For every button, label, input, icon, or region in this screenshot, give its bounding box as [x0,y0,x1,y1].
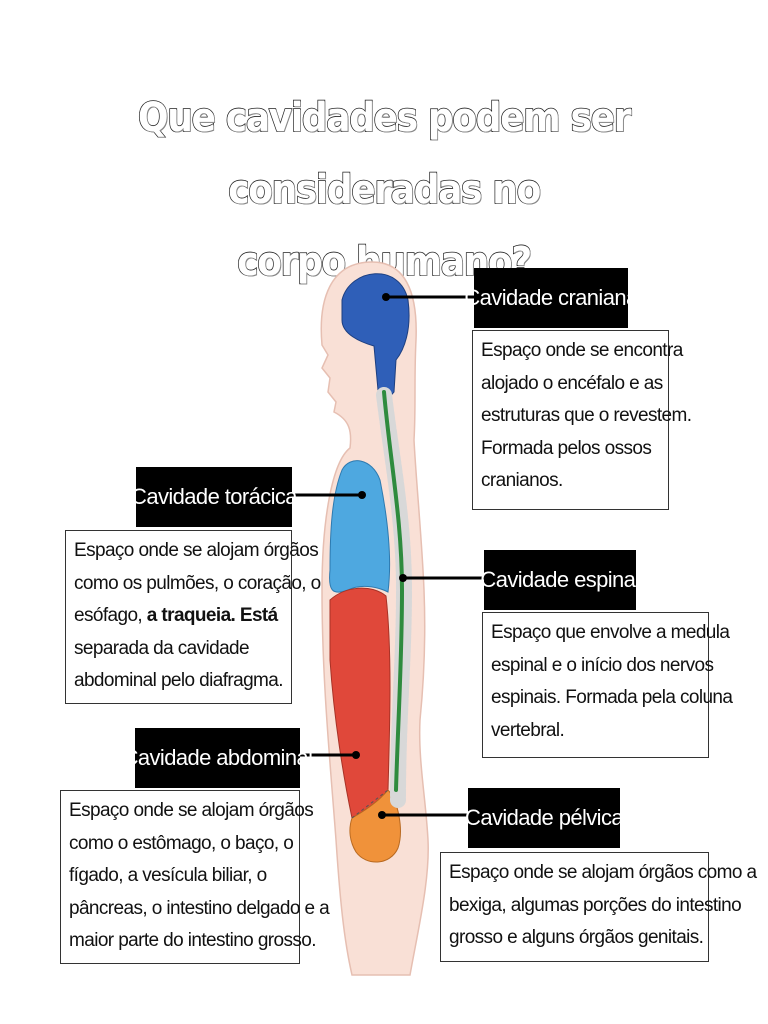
spinal-cavity-label: Cavidade espinal [480,550,640,610]
spinal-desc-line: espinais. Formada pela coluna [491,687,733,708]
pelvic-cavity-description: Espaço onde se alojam órgãos como a bexi… [440,852,757,962]
pelvic-cavity-shape [349,789,401,863]
cranial-cavity-shape [341,273,410,398]
abdominal-desc-line: fígado, a vesícula biliar, o [69,865,267,886]
cranial-connector-dot [382,293,390,301]
cranial-cavity-description: Espaço onde se encontra alojado o encéfa… [472,330,692,510]
thoracic-cavity-label: Cavidade torácica [131,467,298,527]
abdominal-desc-line: Espaço onde se alojam órgãos [69,800,314,821]
cranial-desc-line: alojado o encéfalo e as [481,372,663,394]
spinal-desc-line: vertebral. [491,719,565,741]
thoracic-connector-dot [358,491,366,499]
thoracic-cavity-description: Espaço onde se alojam órgãos como os pul… [65,530,321,704]
diaphragm-dashed-line [351,789,389,819]
spinal-cord [382,390,405,792]
thoracic-desc-line: abdominal pelo diafragma. [74,670,284,691]
cranial-desc-line: estruturas que o revestem. [481,405,692,426]
page-title: Que cavidades podem ser consideradas no … [74,82,693,298]
abdominal-cavity-description: Espaço onde se alojam órgãos como o estô… [60,790,330,964]
pelvic-desc-line: Espaço onde se alojam órgãos como a [449,862,757,883]
spinal-connector-dot [399,574,407,582]
thoracic-desc-bold: a traqueia. Está [146,605,278,626]
pelvic-cavity-label: Cavidade pélvica [465,788,624,848]
spinal-desc-line: espinal e o início dos nervos [491,654,714,676]
cranial-desc-line: Espaço onde se encontra [481,340,683,361]
pelvic-connector-dot [378,811,386,819]
cranial-desc-line: Formada pelos ossos [481,437,652,459]
spinal-desc-line: Espaço que envolve a medula [491,622,730,643]
spinal-cavity-description: Espaço que envolve a medula espinal e o … [482,612,733,758]
thoracic-desc-text: esófago, [74,605,147,626]
abdominal-connector-dot [352,751,360,759]
cranial-desc-line: cranianos. [481,470,563,491]
thoracic-cavity-shape [329,460,391,593]
pelvic-desc-line: grosso e alguns órgãos genitais. [449,927,704,948]
thoracic-desc-line: Espaço onde se alojam órgãos [74,540,319,561]
abdominal-desc-line: como o estômago, o baço, o [69,832,294,854]
thoracic-desc-line: esófago, a traqueia. Está [74,600,283,633]
pelvic-desc-line: bexiga, algumas porções do intestino [449,894,742,916]
abdominal-cavity-label: Cavidade abdominal [123,728,313,788]
thoracic-desc-line: como os pulmões, o coração, o [74,572,321,594]
abdominal-desc-line: maior parte do intestino grosso. [69,930,317,951]
abdominal-desc-line: pâncreas, o intestino delgado e a [69,897,330,919]
cranial-cavity-label: Cavidade craniana [464,268,638,328]
thoracic-desc-line: separada da cavidade [74,637,250,659]
title-line-1: Que cavidades podem ser consideradas no [137,94,632,214]
